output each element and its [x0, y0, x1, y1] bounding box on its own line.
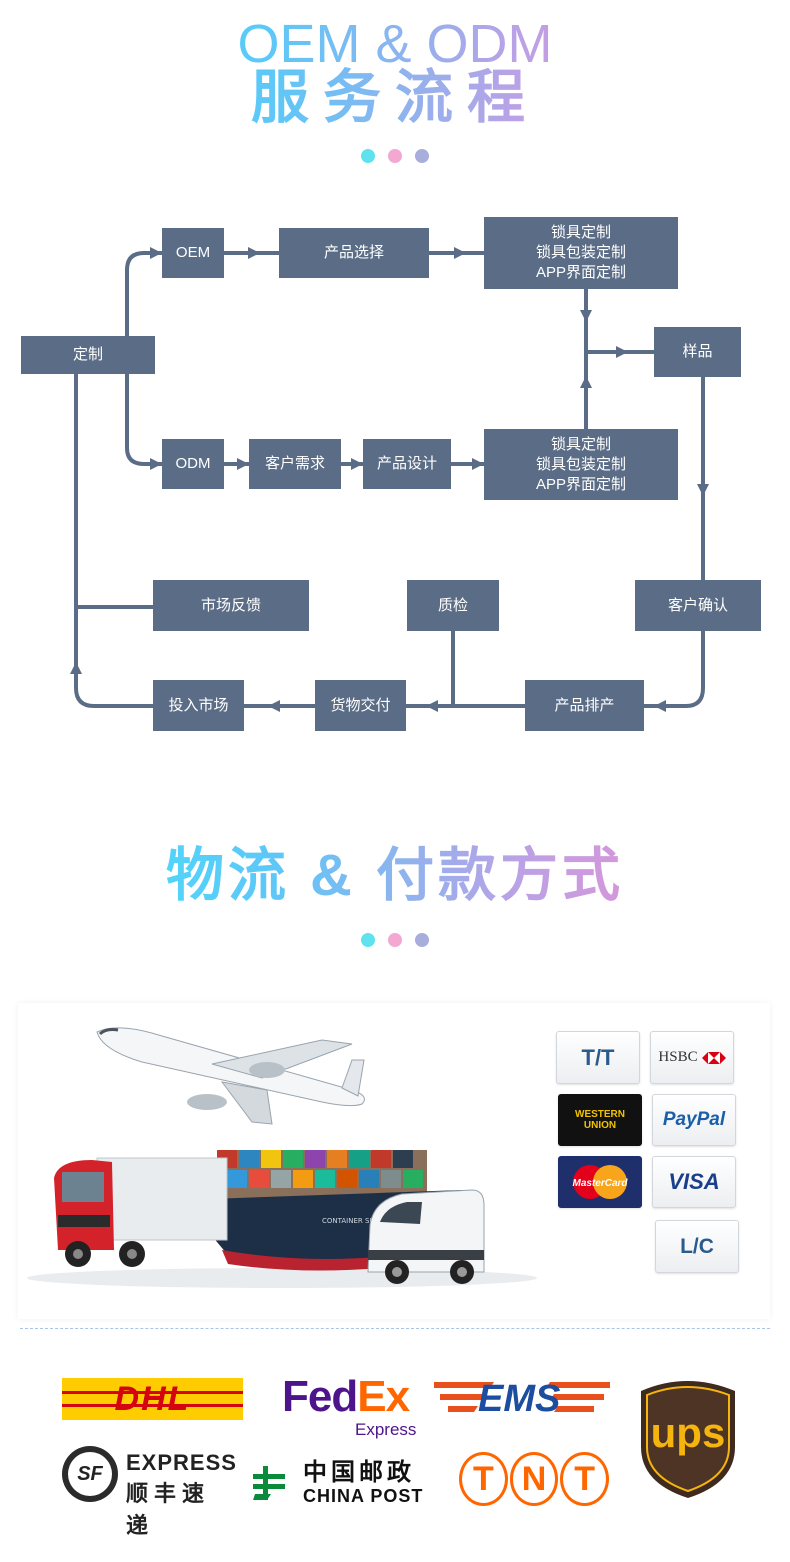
sf-circle-icon: SF [62, 1446, 118, 1502]
node-custom-bottom: 锁具定制 锁具包装定制 APP界面定制 [484, 429, 678, 500]
dhl-logo: DHL [62, 1378, 243, 1420]
payment-tt: T/T [556, 1031, 640, 1084]
dot-cyan [361, 149, 375, 163]
node-oem: OEM [162, 228, 224, 278]
decorative-dots [0, 149, 790, 163]
section-title-logistics-payment: 物流 & 付款方式 [0, 838, 790, 914]
section-title-oem-odm: OEM & ODM [0, 12, 790, 76]
connector-confirm-production [644, 631, 705, 708]
dot-pink [388, 933, 402, 947]
ups-logo: ups [637, 1377, 739, 1499]
arrowhead [150, 247, 162, 259]
node-market-feedback: 市场反馈 [153, 580, 309, 631]
arrowhead [268, 700, 280, 712]
truck-icon [54, 1157, 228, 1267]
arrowhead [70, 662, 82, 674]
airplane-icon [96, 1027, 365, 1125]
flow-connectors [70, 247, 709, 712]
dot-lavender [415, 149, 429, 163]
node-custom-top: 锁具定制 锁具包装定制 APP界面定制 [484, 217, 678, 289]
node-product-select: 产品选择 [279, 228, 429, 278]
arrowhead [616, 346, 628, 358]
transport-illustration: CONTAINER SHIP [27, 1027, 537, 1288]
payment-visa: VISA [652, 1156, 736, 1208]
arrowhead [580, 310, 592, 322]
dot-pink [388, 149, 402, 163]
node-dingzhi: 定制 [21, 336, 155, 374]
payment-hsbc: HSBC [650, 1031, 734, 1084]
ems-logo: EMS [434, 1378, 610, 1420]
mastercard-icon: MasterCard [572, 1165, 628, 1199]
node-product-design: 产品设计 [363, 439, 451, 489]
decorative-dots-2 [0, 933, 790, 947]
arrowhead [150, 458, 162, 470]
sf-express-logo: SF EXPRESS 顺丰速递 [62, 1446, 236, 1538]
node-sample: 样品 [654, 327, 741, 377]
payment-mastercard: MasterCard [558, 1156, 642, 1208]
node-delivery: 货物交付 [315, 680, 406, 731]
connector-launch-left [74, 350, 153, 708]
arrowhead [248, 247, 260, 259]
china-post-emblem-icon [253, 1466, 285, 1500]
node-quality-check: 质检 [407, 580, 499, 631]
dot-lavender [415, 933, 429, 947]
section-title-service-flow: 服务流程 [0, 66, 790, 130]
arrowhead [426, 700, 438, 712]
arrowhead [454, 247, 466, 259]
arrowhead [654, 700, 666, 712]
payment-lc: L/C [655, 1220, 739, 1273]
dashed-divider [20, 1328, 770, 1329]
connector-dingzhi-odm [125, 374, 162, 466]
china-post-logo: 中国邮政 CHINA POST [249, 1460, 429, 1506]
tnt-logo: T N T [459, 1452, 610, 1506]
arrowhead [351, 458, 363, 470]
node-customer-confirm: 客户确认 [635, 580, 761, 631]
arrowhead [237, 458, 249, 470]
dot-cyan [361, 933, 375, 947]
dhl-stripes [62, 1391, 243, 1407]
node-odm: ODM [162, 439, 224, 489]
hsbc-hexagon-icon [701, 1051, 726, 1064]
ems-wings [434, 1382, 610, 1412]
arrowhead [472, 458, 484, 470]
svg-text:MasterCard: MasterCard [572, 1178, 628, 1189]
connector-dingzhi-oem [125, 251, 162, 336]
arrowhead [697, 484, 709, 496]
ups-shield-icon [641, 1381, 735, 1498]
node-production: 产品排产 [525, 680, 644, 731]
arrowhead [580, 376, 592, 388]
van-icon [367, 1189, 485, 1284]
node-customer-need: 客户需求 [249, 439, 341, 489]
payment-paypal: PayPal [652, 1094, 736, 1146]
svg-text:CONTAINER SHIP: CONTAINER SHIP [322, 1217, 381, 1225]
fedex-logo: FedEx Express [282, 1372, 417, 1439]
node-market-launch: 投入市场 [153, 680, 244, 731]
